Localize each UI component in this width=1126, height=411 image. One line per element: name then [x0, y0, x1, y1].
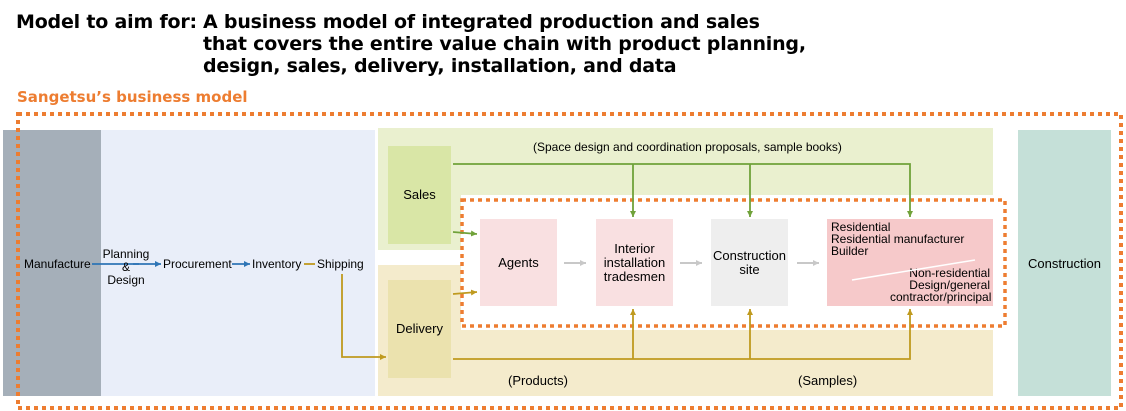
construction-label: Construction: [1028, 256, 1101, 271]
nonresidential-label: Non-residential: [909, 266, 990, 280]
inner-distribution-frame: [460, 198, 1007, 328]
customers-residential-group: Residential Residential manufacturer Bui…: [831, 221, 964, 257]
manufacture-panel: [3, 130, 101, 396]
planning-label: Planning: [102, 247, 150, 261]
headline-line3: design, sales, delivery, installation, a…: [203, 55, 677, 77]
sales-note: (Space design and coordination proposals…: [533, 140, 842, 154]
manufacture-label: Manufacture: [24, 257, 91, 271]
residential-label: Residential: [831, 220, 891, 234]
arrow-delivery-agents: [452, 289, 478, 296]
construction-label-box: Construction: [1018, 250, 1111, 278]
delivery-box: Delivery: [388, 280, 451, 378]
sales-label: Sales: [403, 187, 436, 202]
headline-line1: A business model of integrated productio…: [203, 11, 760, 33]
construction-site-box: Construction site: [711, 219, 788, 306]
agents-label: Agents: [498, 254, 539, 270]
design-label: Design: [107, 273, 145, 287]
site-label-2: site: [739, 261, 760, 277]
tradesmen-label-1: Interior: [614, 240, 655, 256]
customers-divider: [851, 259, 976, 281]
headline-prefix: Model to aim for:: [16, 11, 197, 33]
business-model-frame: [16, 112, 1123, 410]
construction-panel: [1018, 130, 1111, 396]
procurement-label: Procurement: [163, 257, 232, 271]
ampersand-label: &: [121, 260, 130, 274]
sales-top-line: [453, 163, 913, 217]
delivery-bottom-line: [453, 309, 913, 360]
arrow-sales-agents: [452, 230, 478, 237]
residential-manufacturer-label: Residential manufacturer: [831, 232, 965, 246]
sales-box: Sales: [388, 146, 451, 244]
planning-design-group: Planning & Design: [101, 248, 151, 287]
production-panel: [101, 130, 375, 396]
delivery-label: Delivery: [396, 321, 443, 336]
shipping-label: Shipping: [317, 257, 364, 271]
products-note: (Products): [508, 373, 568, 388]
customers-nonresidential-group: Non-residential Design/general contracto…: [890, 266, 992, 304]
tradesmen-label-2: installation: [603, 254, 666, 270]
sales-band: [378, 128, 993, 195]
tradesmen-label-3: tradesmen: [603, 268, 666, 284]
tradesmen-box: Interior installation tradesmen: [596, 219, 673, 306]
headline-line2: that covers the entire value chain with …: [203, 33, 806, 55]
design-general-label: Design/general: [909, 278, 990, 292]
section-title: Sangetsu’s business model: [17, 88, 248, 106]
contractor-label: contractor/principal: [890, 290, 992, 304]
builder-label: Builder: [831, 244, 869, 258]
site-label-1: Construction: [713, 247, 786, 263]
inventory-label: Inventory: [252, 257, 302, 271]
arrow-shipping-delivery: [341, 274, 386, 360]
delivery-band: [378, 330, 993, 396]
agents-box: Agents: [480, 219, 557, 306]
customers-box: [827, 219, 993, 306]
samples-note: (Samples): [798, 373, 858, 388]
